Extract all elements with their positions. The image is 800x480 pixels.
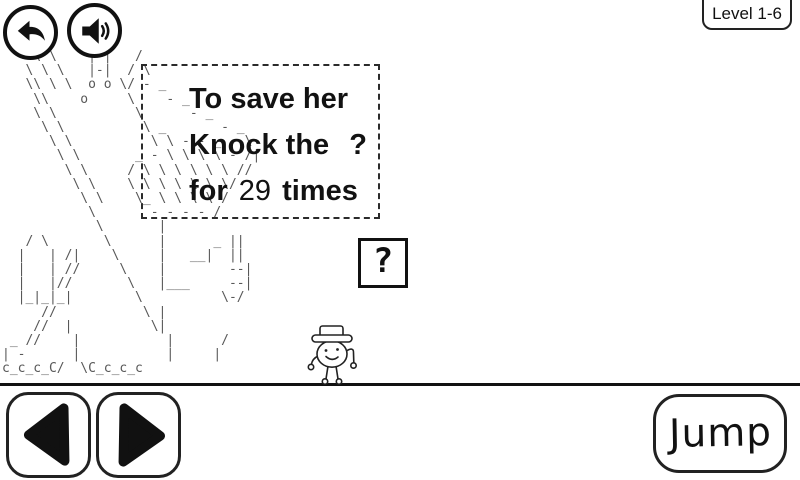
back-arrow-icon bbox=[17, 20, 45, 41]
speech-line-3: for 29 times bbox=[189, 168, 378, 214]
right-triangle-icon bbox=[118, 403, 165, 467]
ascii-monster-art: \ \ | | / \ \ \ |-| / \ \\ \ \ o o \/ - … bbox=[2, 49, 261, 377]
speech-line-2-symbol: ? bbox=[349, 129, 367, 161]
jump-button-label: Jump bbox=[668, 410, 772, 457]
knock-count: 29 bbox=[238, 175, 271, 207]
speech-bubble: To save her Knock the ? for 29 times bbox=[141, 64, 380, 219]
left-triangle-icon bbox=[23, 403, 69, 466]
level-badge: Level 1-6 bbox=[702, 0, 792, 30]
speech-line-2: Knock the ? bbox=[189, 122, 378, 168]
speech-line-1: To save her bbox=[189, 83, 349, 115]
speech-line-3-word1: for bbox=[189, 175, 228, 207]
move-left-button[interactable] bbox=[6, 392, 91, 478]
question-block: ? bbox=[358, 238, 408, 288]
speaker-icon bbox=[81, 17, 109, 44]
back-button[interactable] bbox=[3, 5, 58, 60]
move-right-button[interactable] bbox=[96, 392, 181, 478]
speech-line-2-text: Knock the bbox=[189, 129, 330, 161]
sound-button[interactable] bbox=[67, 3, 122, 58]
jump-button[interactable]: Jump bbox=[653, 394, 787, 473]
speech-line-3-word2: times bbox=[282, 175, 358, 207]
question-mark: ? bbox=[372, 241, 394, 281]
ground-line bbox=[0, 383, 800, 386]
player-character bbox=[307, 325, 357, 385]
